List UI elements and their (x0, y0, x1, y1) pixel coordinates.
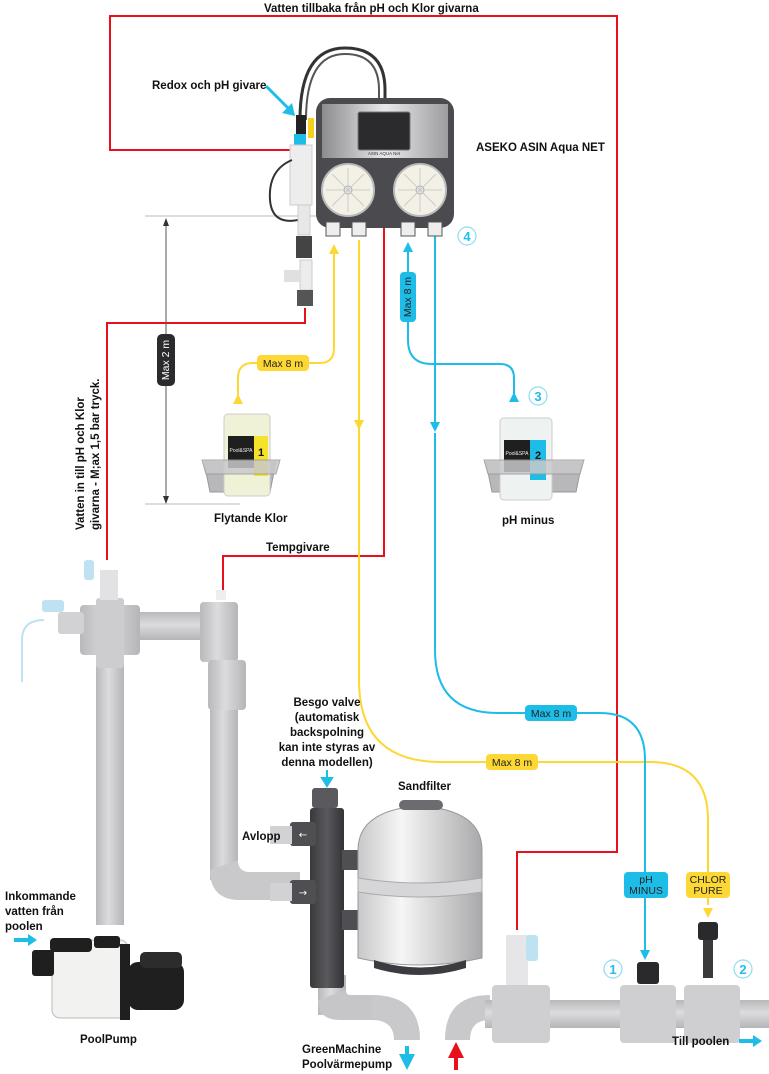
red-temp-line (222, 228, 385, 595)
besgo-pointer-arrow (320, 770, 334, 788)
svg-text:1: 1 (609, 962, 616, 977)
to-pool-arrow (739, 1035, 762, 1047)
tag-ph-minus: pH MINUS (624, 872, 668, 898)
svg-text:→: → (299, 888, 307, 899)
poolpump-label: PoolPump (80, 1034, 137, 1046)
tag-yellow-upper: Max 8 m (257, 355, 309, 371)
red-up-arrow-stem (454, 1056, 458, 1070)
blue-dosing-line (434, 236, 646, 955)
sandfilter-label: Sandfilter (398, 781, 452, 793)
controller-unit: ASIN AQUA Net (268, 46, 454, 306)
red-up-arrow (448, 1042, 464, 1058)
height-dimension: Max 2 m (145, 215, 330, 505)
tempgivare-label: Tempgivare (266, 542, 330, 554)
blue-arrow-pump (403, 242, 413, 252)
svg-text:PURE: PURE (693, 885, 722, 897)
marker-2: 2 (733, 959, 753, 979)
controller-screen (357, 111, 411, 151)
incoming-water-arrow (14, 934, 37, 946)
ph-tank-brand: Pool&SPA (506, 451, 530, 457)
svg-text:CHLOR: CHLOR (690, 874, 727, 886)
chlorine-tank-brand: Pool&SPA (230, 448, 254, 454)
svg-text:Besgo valve: Besgo valve (293, 697, 360, 709)
svg-text:vatten från: vatten från (5, 906, 64, 918)
yellow-arrow-injector (703, 908, 713, 918)
chlorine-tank-number: 1 (258, 447, 264, 459)
controller-label: ASEKO ASIN Aqua NET (476, 142, 605, 154)
marker-4: 4 (457, 226, 477, 246)
max-height-tag (157, 334, 175, 386)
controller-brand: ASIN AQUA Net (368, 151, 401, 156)
pool-pump (32, 936, 184, 1020)
red-supply-line (106, 308, 306, 560)
yellow-dosing-line (358, 240, 709, 905)
heatpump-label-line2: Poolvärmepump (302, 1059, 392, 1071)
svg-text:←: ← (299, 830, 307, 841)
heatpump-label-line1: GreenMachine (302, 1044, 381, 1056)
chlorine-tank: 1 Pool&SPA (201, 413, 281, 497)
svg-text:4: 4 (463, 229, 471, 244)
besgo-valve: ← → (270, 788, 362, 988)
to-pool-label: Till poolen (672, 1036, 729, 1048)
avlopp-label: Avlopp (242, 831, 281, 843)
red-return-line (109, 15, 618, 930)
svg-text:Max 8 m: Max 8 m (531, 708, 572, 720)
sandfilter (357, 800, 483, 975)
svg-text:Inkommande: Inkommande (5, 891, 76, 903)
incoming-water-label: Inkommande vatten från poolen (5, 891, 76, 933)
ph-tank-number: 2 (535, 450, 541, 462)
svg-text:kan inte styras av: kan inte styras av (279, 742, 376, 754)
water-in-label-line1: Vatten in till pH och Klor (75, 397, 87, 530)
ph-tank-label: pH minus (502, 515, 554, 527)
svg-text:pH: pH (639, 874, 652, 886)
tag-blue-lower: Max 8 m (525, 705, 577, 721)
heatpump-out-arrow (399, 1046, 415, 1070)
blue-arrow-tank (509, 392, 519, 402)
top-return-label: Vatten tillbaka från pH och Klor givarna (264, 3, 479, 15)
svg-text:denna modellen): denna modellen) (281, 757, 373, 769)
svg-text:poolen: poolen (5, 921, 43, 933)
tag-yellow-lower: Max 8 m (486, 754, 538, 770)
chlorine-tank-label: Flytande Klor (214, 513, 288, 525)
marker-1: 1 (603, 959, 623, 979)
sensor-label: Redox och pH givare (152, 80, 266, 92)
svg-text:(automatisk: (automatisk (295, 712, 360, 724)
besgo-label: Besgo valve (automatisk backspolning kan… (279, 697, 376, 769)
svg-text:Max 8 m: Max 8 m (402, 277, 414, 318)
svg-text:backspolning: backspolning (290, 727, 364, 739)
yellow-arrow-tank (233, 394, 243, 404)
water-in-label-line2: givarna - M;ax 1,5 bar tryck. (90, 379, 102, 530)
yellow-arrow-pump (329, 244, 339, 254)
blue-suction-line (407, 250, 515, 396)
max-height-text: Max 2 m (160, 340, 172, 381)
svg-text:MINUS: MINUS (629, 885, 663, 897)
ph-tank: 2 Pool&SPA (483, 417, 585, 501)
tag-chlor-pure: CHLOR PURE (686, 872, 730, 898)
svg-text:2: 2 (739, 962, 746, 977)
blue-arrow-injector (640, 950, 650, 960)
svg-text:3: 3 (534, 389, 541, 404)
pipe-network (21, 560, 769, 1043)
marker-3: 3 (528, 386, 548, 406)
svg-text:Max 8 m: Max 8 m (263, 358, 304, 370)
sensor-pointer-arrowhead (282, 103, 295, 116)
tag-blue-vertical: Max 8 m (400, 272, 416, 322)
svg-text:Max 8 m: Max 8 m (492, 757, 533, 769)
yellow-arrow-down (354, 420, 364, 430)
sensor-pointer-arrow (264, 84, 292, 112)
blue-arrow-down (430, 422, 440, 432)
